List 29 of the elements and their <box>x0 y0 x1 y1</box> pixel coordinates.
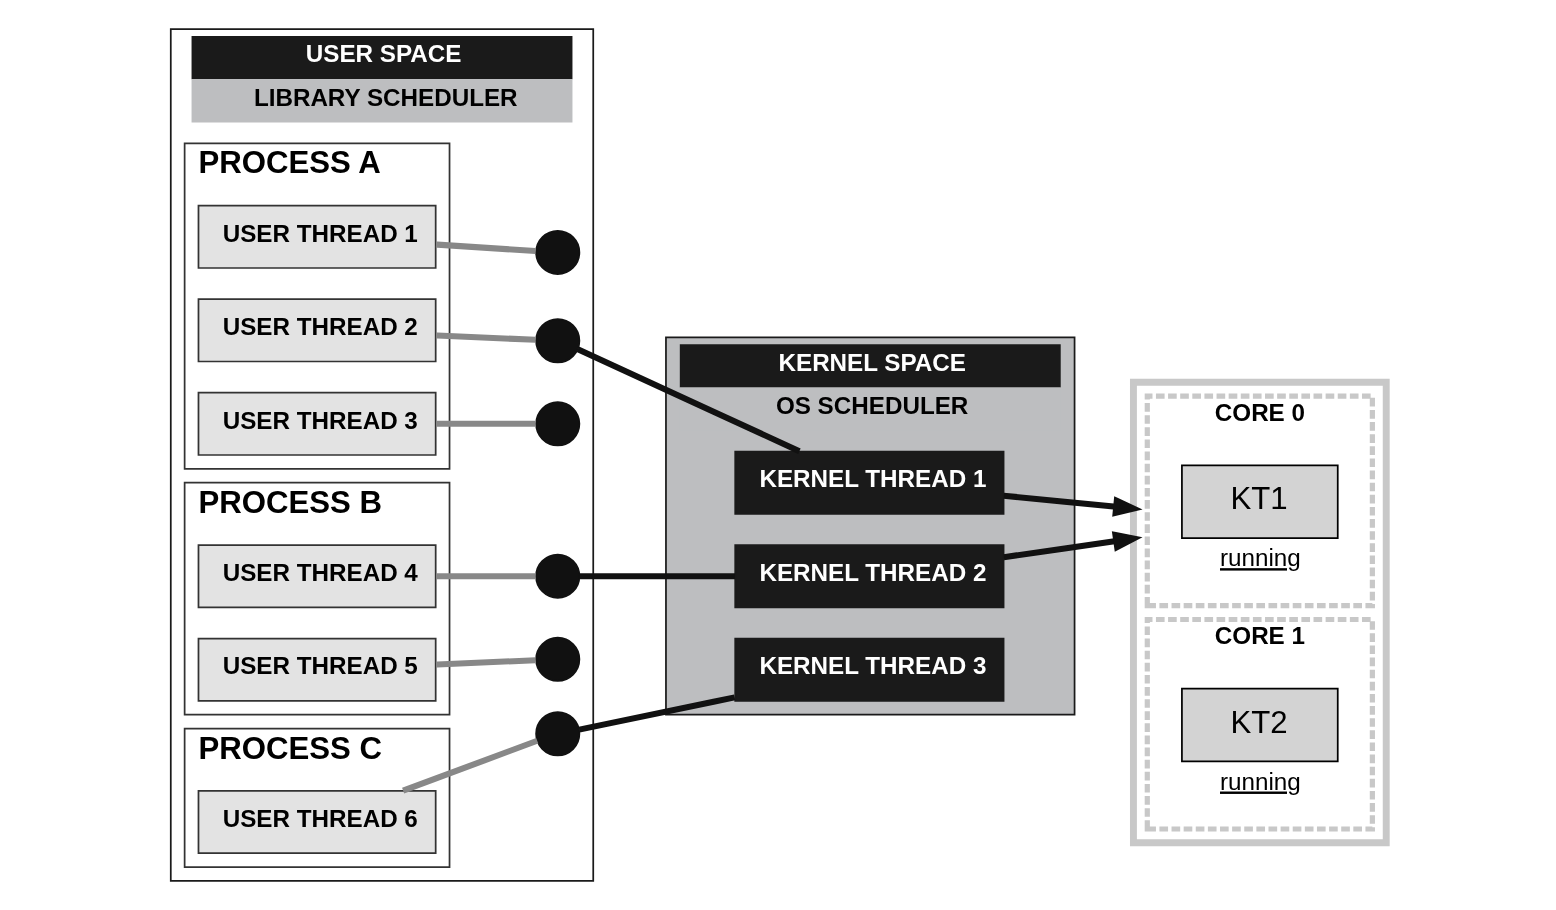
node-box: USER THREAD 2 <box>197 298 437 363</box>
connector <box>578 694 735 733</box>
node-box: KERNEL THREAD 2 <box>733 544 1004 609</box>
connector <box>579 573 735 580</box>
connector <box>435 657 536 668</box>
node-label: running <box>1219 544 1301 572</box>
node-circle <box>534 636 580 682</box>
node-box: USER THREAD 6 <box>197 790 437 855</box>
node-circle <box>534 401 580 447</box>
node-box: USER THREAD 3 <box>197 391 437 456</box>
cluster <box>1129 378 1390 847</box>
arrow <box>1002 531 1142 561</box>
connector <box>576 346 801 454</box>
node-box: USER THREAD 5 <box>197 637 437 702</box>
node-box: KERNEL THREAD 3 <box>733 637 1004 702</box>
node-box: USER THREAD 4 <box>197 544 437 609</box>
connector <box>435 332 536 343</box>
arrow <box>1002 492 1143 517</box>
connector <box>435 241 536 255</box>
connector <box>401 737 538 794</box>
node-label: running <box>1219 767 1301 795</box>
connector <box>435 573 535 580</box>
node-circle <box>534 318 580 364</box>
node-circle <box>534 553 580 599</box>
node-box: KERNEL THREAD 1 <box>733 450 1004 515</box>
node-circle <box>534 711 580 757</box>
connector <box>435 420 535 427</box>
node-box: USER THREAD 1 <box>197 204 437 269</box>
node-circle <box>534 229 580 275</box>
